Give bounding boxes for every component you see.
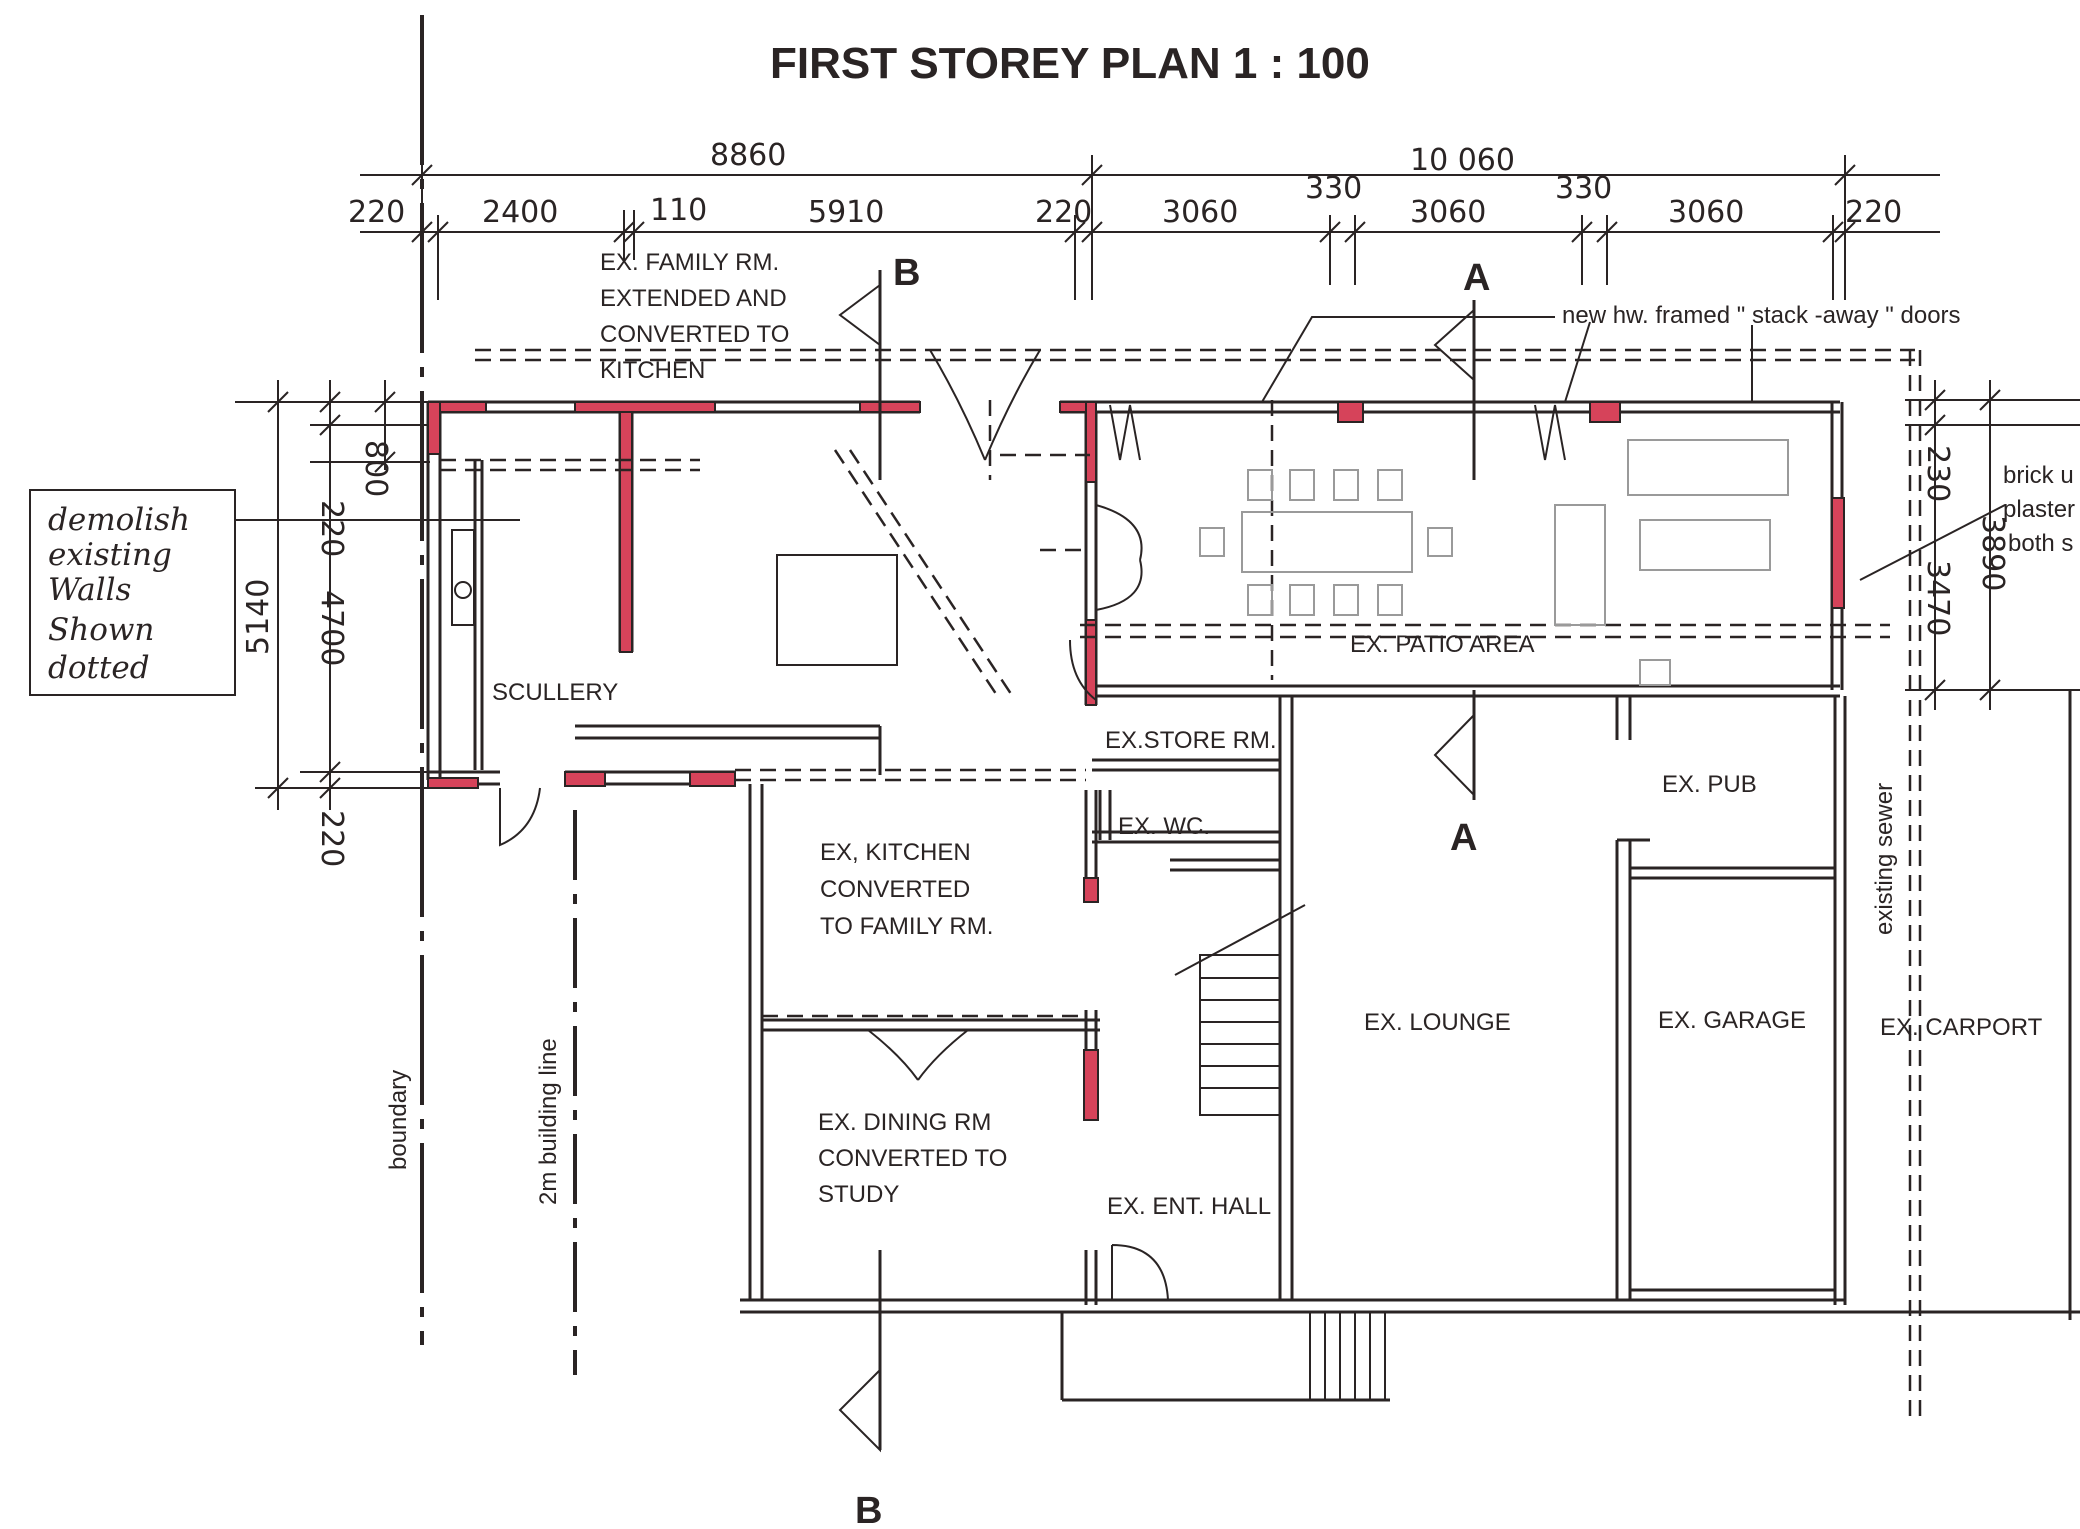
demolish-line-2: existing: [48, 537, 172, 573]
room-label-dining-converted: EX. DINING RM CONVERTED TO STUDY: [818, 1109, 1007, 1208]
svg-text:both s: both s: [2008, 530, 2073, 557]
doors: [499, 349, 1566, 1301]
svg-text:CONVERTED TO: CONVERTED TO: [818, 1145, 1007, 1172]
dim-seg-9: 330: [1555, 171, 1612, 206]
demolish-line-3: Walls: [48, 572, 131, 608]
dim-left-seg-4: 220: [314, 810, 349, 867]
note-brick-plaster: brick u plaster both s: [2003, 462, 2075, 557]
svg-text:TO FAMILY RM.: TO FAMILY RM.: [820, 913, 993, 940]
dim-left-seg-3: 4700: [314, 590, 349, 666]
room-label-ent-hall: EX. ENT. HALL: [1107, 1193, 1271, 1220]
right-dimension-lines: 230 3470 3890: [1905, 380, 2080, 710]
room-label-pub: EX. PUB: [1662, 771, 1757, 798]
room-label-garage: EX. GARAGE: [1658, 1007, 1806, 1034]
dashed-lines: [440, 348, 1922, 1420]
section-marker-b-top: B: [838, 252, 920, 480]
dim-right-seg-2: 3470: [1920, 560, 1955, 636]
svg-text:EX. DINING RM: EX. DINING RM: [818, 1109, 991, 1136]
new-walls-red: [427, 401, 1845, 1121]
leaders: [1261, 316, 2006, 581]
svg-text:plaster: plaster: [2003, 496, 2075, 523]
room-label-family-extended: EX. FAMILY RM. EXTENDED AND CONVERTED TO…: [600, 249, 789, 384]
dim-seg-2: 2400: [482, 195, 558, 230]
svg-text:brick u: brick u: [2003, 462, 2074, 489]
svg-text:A: A: [1463, 257, 1490, 299]
dim-seg-11: 220: [1845, 195, 1902, 230]
demolish-note: demolish existing Walls Shown dotted: [29, 489, 520, 696]
dim-overall-left: 8860: [710, 138, 786, 173]
dim-seg-3: 110: [650, 193, 707, 228]
furniture: [451, 439, 1789, 686]
demolish-line-1: demolish: [48, 502, 190, 538]
dim-overall-right: 10 060: [1410, 143, 1515, 178]
stairs: [1174, 904, 1306, 1116]
dim-seg-8: 3060: [1410, 195, 1486, 230]
svg-text:EXTENDED AND: EXTENDED AND: [600, 285, 787, 312]
note-existing-sewer: existing sewer: [1871, 783, 1898, 935]
svg-text:B: B: [893, 252, 920, 294]
svg-text:B: B: [855, 1490, 882, 1529]
room-label-carport: EX. CARPORT: [1880, 1014, 2043, 1041]
room-label-patio: EX. PATIO AREA: [1350, 631, 1535, 658]
dim-left-overall: 5140: [241, 579, 276, 655]
room-label-store: EX.STORE RM.: [1105, 727, 1277, 754]
dim-left-seg-1: 220: [314, 500, 349, 557]
svg-text:A: A: [1450, 817, 1477, 859]
svg-text:CONVERTED: CONVERTED: [820, 876, 970, 903]
plan-title: FIRST STOREY PLAN 1 : 100: [770, 39, 1370, 88]
dim-right-seg-3: 3890: [1975, 515, 2010, 591]
dim-seg-1: 220: [348, 195, 405, 230]
room-label-lounge: EX. LOUNGE: [1364, 1009, 1511, 1036]
top-dimension-lines: 8860 10 060 220 2400 110 5910 220 3060 3…: [348, 138, 1940, 300]
section-marker-b-bottom: B: [838, 1250, 882, 1529]
svg-text:EX. FAMILY RM.: EX. FAMILY RM.: [600, 249, 779, 276]
svg-text:KITCHEN: KITCHEN: [600, 357, 705, 384]
building-line-label: 2m building line: [535, 1038, 562, 1205]
left-dimension-lines: 5140 220 800 4700 220: [235, 380, 560, 867]
svg-text:CONVERTED TO: CONVERTED TO: [600, 321, 789, 348]
demolish-line-4: Shown: [48, 612, 154, 648]
room-label-scullery: SCULLERY: [492, 679, 618, 706]
dim-seg-5: 220: [1035, 195, 1092, 230]
svg-text:STUDY: STUDY: [818, 1181, 899, 1208]
room-label-wc: EX. WC.: [1118, 813, 1210, 840]
svg-text:EX, KITCHEN: EX, KITCHEN: [820, 839, 971, 866]
room-label-kitchen-converted: EX, KITCHEN CONVERTED TO FAMILY RM.: [820, 839, 993, 940]
section-marker-a-bottom: A: [1433, 690, 1477, 859]
dim-right-seg-1: 230: [1920, 445, 1955, 502]
dim-seg-7: 330: [1305, 171, 1362, 206]
dim-seg-10: 3060: [1668, 195, 1744, 230]
dim-left-seg-2: 800: [358, 440, 393, 497]
dim-seg-6: 3060: [1162, 195, 1238, 230]
section-marker-a-top: A: [1433, 257, 1490, 480]
dim-seg-4: 5910: [808, 195, 884, 230]
demolish-line-5: dotted: [48, 650, 150, 686]
boundary-label: boundary: [385, 1070, 412, 1170]
note-stack-away-doors: new hw. framed " stack -away " doors: [1562, 302, 1961, 329]
